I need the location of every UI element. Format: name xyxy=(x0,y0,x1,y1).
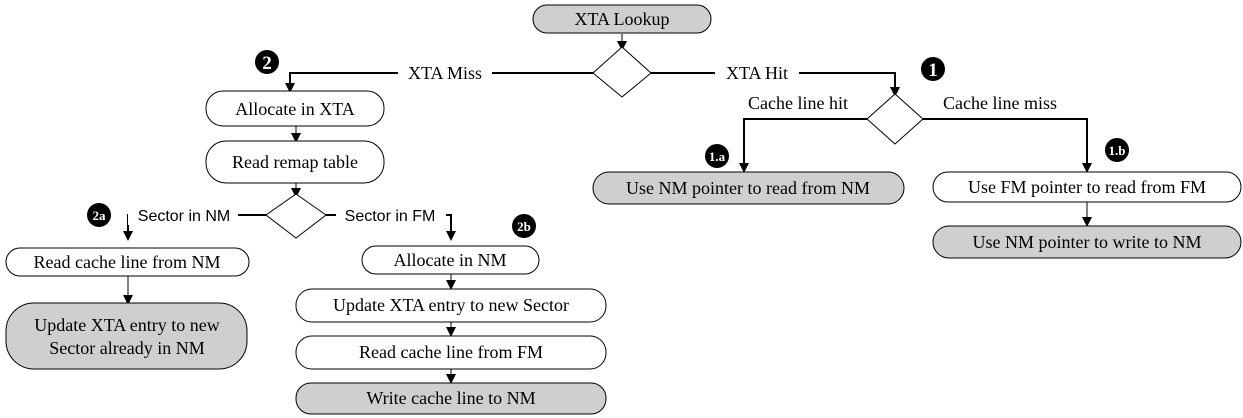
node-use-nm-write xyxy=(932,225,1242,259)
node-read-nm xyxy=(5,247,250,277)
node-use-nm-write-label: Use NM pointer to write to NM xyxy=(973,232,1202,252)
node-update-existing-label-1: Update XTA entry to new xyxy=(34,315,220,335)
step-badge-2b xyxy=(512,214,536,238)
label-sector-nm: Sector in NM xyxy=(138,208,230,225)
decision-xta xyxy=(592,46,652,98)
node-allocate-xta xyxy=(205,90,385,127)
edge-cache-hit xyxy=(739,118,867,173)
node-read-fm xyxy=(295,335,607,370)
node-read-fm-label: Read cache line from FM xyxy=(359,342,543,362)
step-badge-1b-label: 1.b xyxy=(1109,143,1126,158)
node-allocate-nm-label: Allocate in NM xyxy=(394,250,507,270)
node-write-nm-label: Write cache line to NM xyxy=(366,388,535,408)
step-badge-2-label: 2 xyxy=(262,53,272,74)
node-read-remap xyxy=(205,140,385,184)
node-use-fm-read xyxy=(932,171,1242,203)
step-badge-1b xyxy=(1105,138,1129,162)
node-use-nm-read xyxy=(592,171,905,205)
node-allocate-xta-label: Allocate in XTA xyxy=(235,99,355,119)
step-badge-1-label: 1 xyxy=(928,60,938,81)
label-cache-hit: Cache line hit xyxy=(748,93,848,113)
step-badge-2a-label: 2a xyxy=(93,208,107,223)
node-write-nm xyxy=(295,382,607,415)
node-read-nm-label: Read cache line from NM xyxy=(34,252,221,272)
node-xta-lookup xyxy=(532,4,712,34)
node-use-nm-read-label: Use NM pointer to read from NM xyxy=(626,178,870,198)
decision-sector xyxy=(265,193,327,239)
node-use-fm-read-label: Use FM pointer to read from FM xyxy=(968,177,1206,197)
node-read-remap-label: Read remap table xyxy=(232,152,358,172)
node-update-new-sector xyxy=(295,288,607,323)
node-allocate-nm xyxy=(361,245,540,275)
step-badge-1a xyxy=(705,144,729,168)
edge-cache-miss xyxy=(923,118,1092,173)
label-cache-miss: Cache line miss xyxy=(943,93,1057,113)
step-badge-2 xyxy=(255,50,279,74)
step-badge-1 xyxy=(921,57,945,81)
node-xta-lookup-label: XTA Lookup xyxy=(574,9,669,29)
label-xta-miss: XTA Miss xyxy=(408,63,482,83)
step-badge-2b-label: 2b xyxy=(517,219,531,234)
label-xta-hit: XTA Hit xyxy=(726,63,788,83)
label-sector-fm: Sector in FM xyxy=(345,208,436,225)
decision-cache-line xyxy=(866,93,924,145)
step-badge-1a-label: 1.a xyxy=(709,149,726,164)
node-update-new-sector-label: Update XTA entry to new Sector xyxy=(333,295,569,315)
step-badge-2a xyxy=(87,203,111,227)
node-update-existing xyxy=(5,302,248,370)
node-update-existing-label-2: Sector already in NM xyxy=(49,338,204,358)
